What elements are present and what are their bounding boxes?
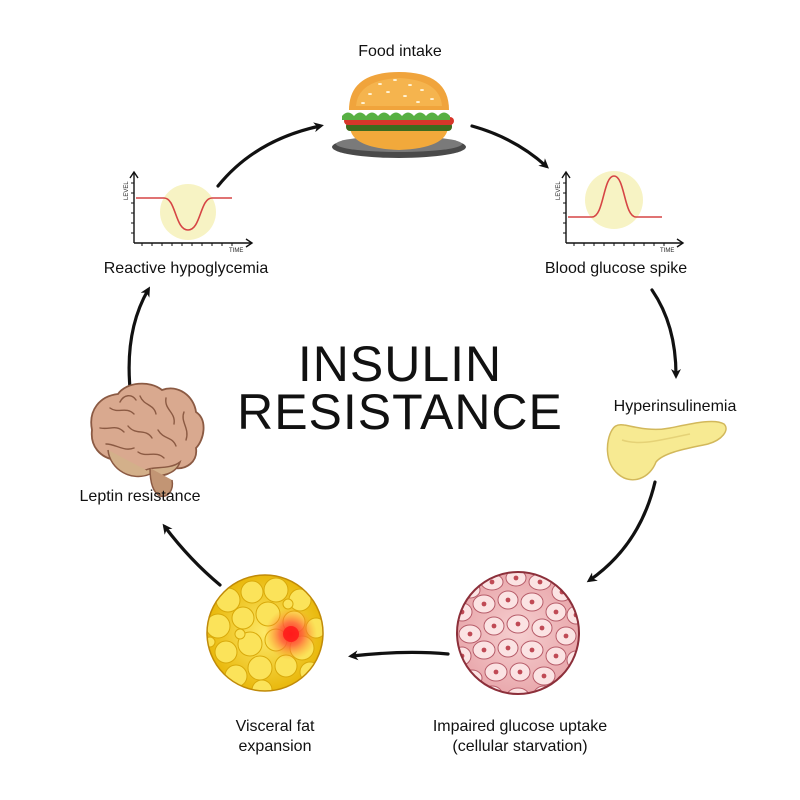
pancreas-icon (606, 420, 727, 481)
burger-icon (332, 72, 466, 158)
diagram-title-line1: INSULIN (297, 336, 503, 392)
glucose-spike-graph: LEVEL TIME (556, 170, 685, 254)
hypoglycemia-curve (136, 197, 232, 231)
arrow-fat-to-leptin (162, 523, 222, 587)
label-food-intake: Food intake (358, 43, 442, 60)
label-impaired-uptake-line2: (cellular starvation) (452, 738, 588, 755)
cells-icon (456, 571, 580, 695)
label-visceral-fat-line2: expansion (238, 738, 312, 755)
spike-graph-level-label: LEVEL (556, 181, 562, 200)
hypo-graph-time-label: TIME (229, 248, 243, 254)
fat-tissue-icon (206, 574, 324, 692)
label-impaired-uptake-line1: Impaired glucose uptake (432, 718, 608, 735)
cycle-arrows (127, 122, 681, 661)
label-blood-glucose-spike: Blood glucose spike (544, 260, 688, 277)
glucose-spike-curve (568, 175, 662, 218)
label-visceral-fat-line1: Visceral fat (235, 718, 315, 735)
arrow-spike-to-hyperinsulinemia (650, 288, 681, 379)
hypo-graph-level-label: LEVEL (124, 181, 130, 200)
diagram-title-line2: RESISTANCE (237, 384, 563, 440)
arrow-hyperinsulinemia-to-uptake (586, 480, 657, 583)
arrow-uptake-to-fat (348, 650, 450, 661)
brain-icon (90, 382, 205, 498)
arrow-food-to-spike (470, 124, 549, 169)
arrow-leptin-to-hypoglycemia (127, 286, 150, 390)
label-reactive-hypoglycemia: Reactive hypoglycemia (103, 260, 269, 277)
label-leptin-resistance: Leptin resistance (79, 488, 201, 505)
hypoglycemia-graph: LEVEL TIME (124, 170, 254, 254)
label-hyperinsulinemia: Hyperinsulinemia (613, 398, 737, 415)
spike-graph-time-label: TIME (660, 248, 674, 254)
arrow-hypoglycemia-to-food (216, 122, 324, 188)
